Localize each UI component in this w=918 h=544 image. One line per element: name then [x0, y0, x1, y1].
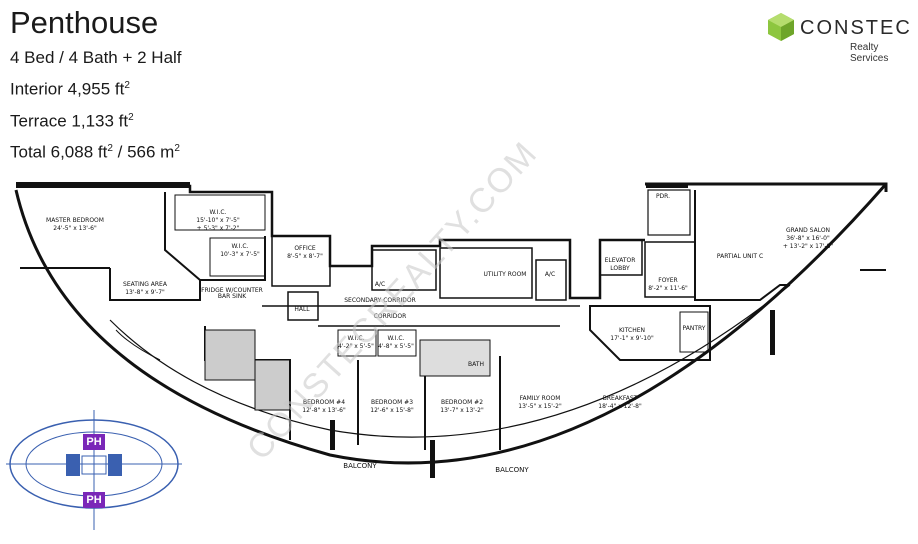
logo-name: CONSTEC — [800, 17, 912, 39]
wic-small-dims: 10'-3" x 7'-5" — [220, 251, 260, 258]
breakfast-dims: 18'-4" x 12'-8" — [598, 403, 642, 410]
family-room-label: FAMILY ROOM — [520, 395, 561, 402]
bedroom3-dims: 12'-6" x 15'-8" — [370, 407, 414, 414]
master-bedroom-dims: 24'-5" x 13'-6" — [53, 225, 97, 232]
wic-b1-dims: 4'-2" x 5'-5" — [338, 343, 374, 350]
kitchen-label: KITCHEN — [619, 327, 645, 334]
fridge-label: FRIDGE W/COUNTER — [201, 287, 263, 294]
bath-label: BATH — [468, 361, 484, 368]
utility-room-label: UTILITY ROOM — [484, 271, 527, 278]
balcony-left-label: BALCONY — [343, 462, 377, 470]
wic-large-dims2: + 5'-3" x 7'-2" — [197, 225, 240, 232]
foyer-dims: 8'-2" x 11'-6" — [648, 285, 688, 292]
interior-area: Interior 4,955 ft2 — [10, 79, 130, 99]
bedroom4-dims: 12'-8" x 13'-6" — [302, 407, 346, 414]
ph-badge-top: PH — [83, 434, 105, 450]
partial-unit-label: PARTIAL UNIT C — [717, 253, 763, 260]
wic-large-label: W.I.C. — [210, 209, 227, 216]
grand-salon-label: GRAND SALON — [786, 227, 830, 234]
balcony-right-label: BALCONY — [495, 466, 529, 474]
total-area: Total 6,088 ft2 / 566 m2 — [10, 142, 180, 162]
wic-b2-label: W.I.C. — [388, 335, 405, 342]
bedroom2-dims: 13'-7" x 13'-2" — [440, 407, 484, 414]
bedroom3-label: BEDROOM #3 — [371, 399, 413, 406]
grand-salon-dims2: + 13'-2" x 17'-8" — [783, 243, 834, 250]
hexagon-logo-icon — [768, 13, 794, 41]
office-label: OFFICE — [294, 245, 316, 252]
foyer-label: FOYER — [658, 277, 677, 284]
constec-logo: CONSTEC Realty Services — [766, 8, 910, 64]
bedroom2-label: BEDROOM #2 — [441, 399, 483, 406]
grand-salon-dims: 36'-8" x 16'-0" — [786, 235, 830, 242]
seating-area-label: SEATING AREA — [123, 281, 168, 288]
pantry-label: PANTRY — [683, 325, 706, 332]
logo-subtitle: Realty Services — [850, 42, 889, 64]
master-bedroom-label: MASTER BEDROOM — [46, 217, 104, 224]
wic-small-label: W.I.C. — [232, 243, 249, 250]
key-plan-diagram — [6, 410, 182, 530]
powder-label: PDR. — [656, 193, 670, 200]
seating-area-dims: 13'-8" x 9'-7" — [125, 289, 165, 296]
beds-baths: 4 Bed / 4 Bath + 2 Half — [10, 48, 182, 67]
outer-wall-arc — [14, 183, 888, 465]
family-room-dims: 13'-5" x 15'-2" — [518, 403, 562, 410]
kitchen-dims: 17'-1" x 9'-10" — [610, 335, 654, 342]
secondary-corridor-label: SECONDARY CORRIDOR — [344, 297, 416, 304]
wic-b2-dims: 4'-8" x 5'-5" — [378, 343, 414, 350]
unit-info: Penthouse 4 Bed / 4 Bath + 2 Half Interi… — [10, 4, 182, 167]
elevator-label: ELEVATOR — [605, 257, 636, 264]
unit-title: Penthouse — [10, 5, 159, 40]
terrace-area: Terrace 1,133 ft2 — [10, 111, 134, 131]
balcony-rail-arc — [109, 284, 791, 438]
corridor-label: CORRIDOR — [374, 313, 407, 320]
hall-label: HALL — [294, 306, 310, 313]
office-dims: 8'-5" x 8'-7" — [287, 253, 323, 260]
ac-label-1: A/C — [375, 281, 385, 288]
key-plan: PH PH — [6, 410, 186, 538]
bar-sink-label: BAR SINK — [218, 293, 247, 300]
lobby-label: LOBBY — [610, 265, 630, 272]
bedroom4-label: BEDROOM #4 — [303, 399, 345, 406]
ac-label-2: A/C — [545, 271, 555, 278]
wic-large-dims: 15'-10" x 7'-5" — [196, 217, 240, 224]
breakfast-label: BREAKFAST — [603, 395, 638, 402]
wic-b1-label: W.I.C. — [348, 335, 365, 342]
ph-badge-bottom: PH — [83, 492, 105, 508]
